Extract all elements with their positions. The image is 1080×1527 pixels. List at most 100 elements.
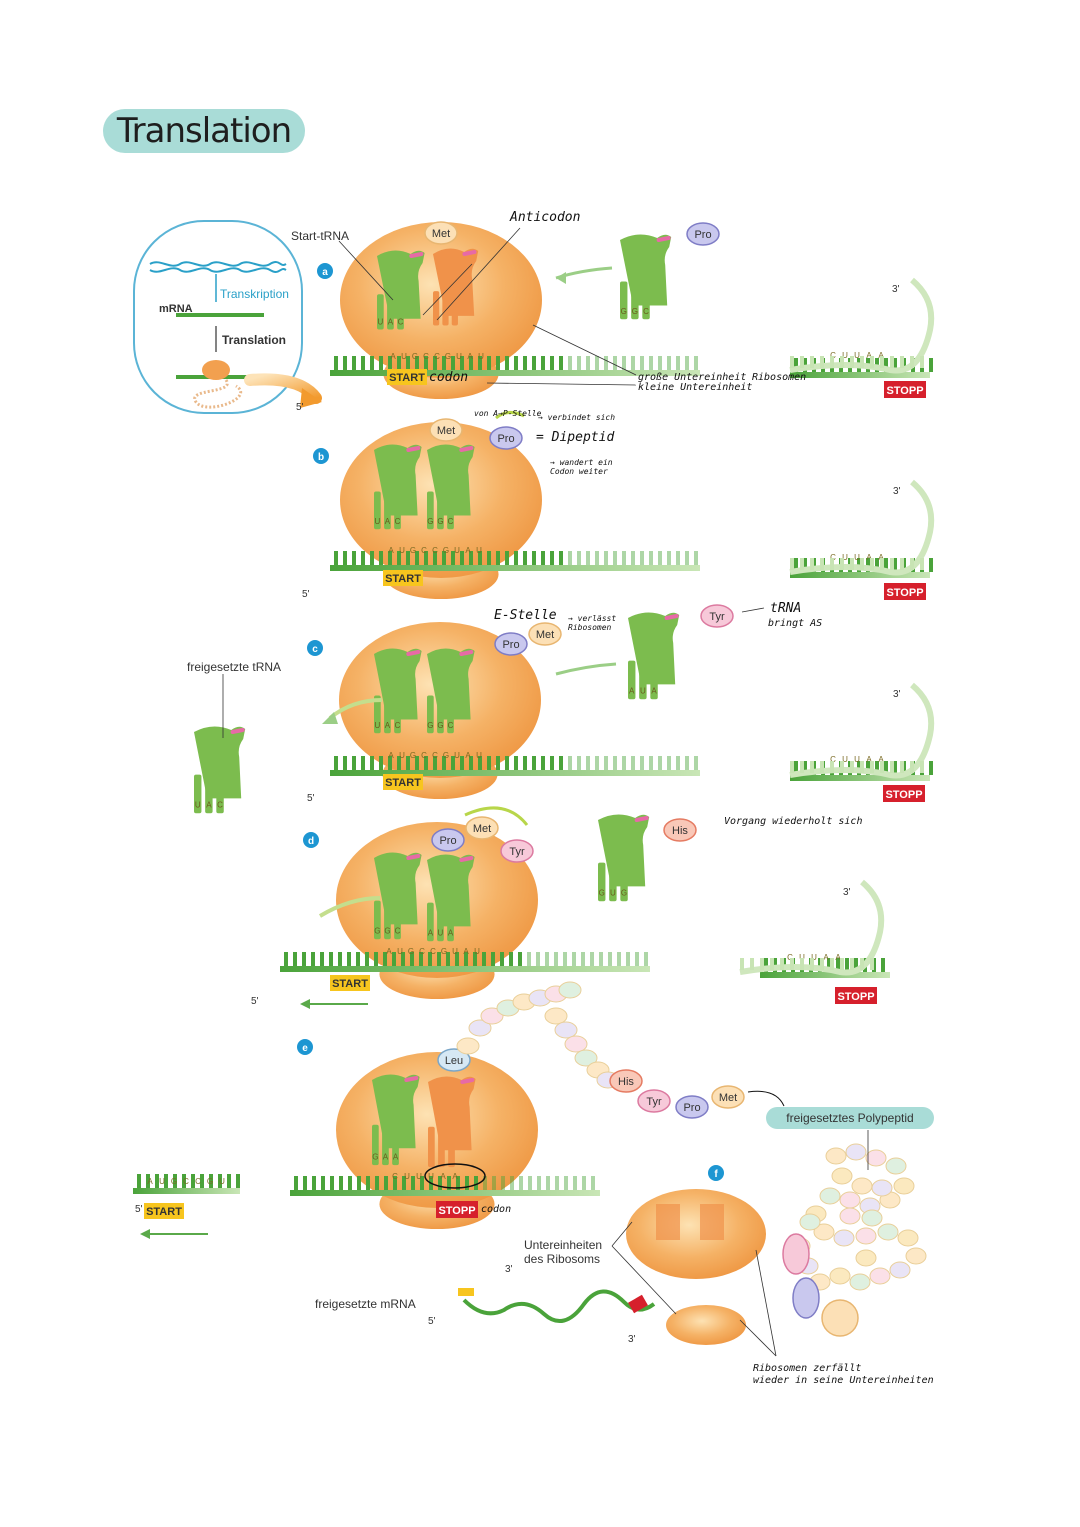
leader-anticodon-2 xyxy=(436,227,521,321)
trna-b-2-base-1: G xyxy=(437,517,443,526)
chain-aa-8 xyxy=(544,1007,568,1025)
mrna-e-left-codon-6: U xyxy=(219,1177,225,1186)
leader-untereinheiten-2 xyxy=(611,1221,633,1247)
leader-anticodon-1 xyxy=(422,263,473,316)
mrna-d-tooth xyxy=(347,952,351,966)
mrna-a-tooth xyxy=(388,356,392,370)
stopp-tag-c-bg xyxy=(883,785,925,802)
mrna-b-right-tooth xyxy=(803,558,807,572)
mrna-d-tooth xyxy=(329,952,333,966)
mrna-c-tooth xyxy=(496,756,500,770)
mrna-b-tooth xyxy=(370,551,374,565)
mrna-e-tooth xyxy=(348,1176,352,1190)
curl-c-tail-tooth xyxy=(920,761,924,773)
folded-aa-12 xyxy=(855,1227,877,1245)
page-title: Translation xyxy=(116,111,292,151)
mrna-e-tooth xyxy=(375,1176,379,1190)
mrna-d-tooth xyxy=(572,952,576,966)
trna-a-site-leg-0 xyxy=(433,291,440,326)
mrna-c-tooth xyxy=(442,756,446,770)
mrna-c-tooth xyxy=(604,756,608,770)
mrna-e-left-tooth xyxy=(227,1174,231,1188)
untereinheiten-label: Untereinheiten xyxy=(524,1238,603,1252)
mrna-e-tooth xyxy=(456,1176,460,1190)
three-prime-f: 3' xyxy=(628,1334,636,1345)
trna-c-2-base-1: G xyxy=(437,721,443,730)
mrna-e-left-tooth xyxy=(146,1174,150,1188)
aa-d-met-label: Met xyxy=(473,823,491,835)
mrna-b-tooth xyxy=(442,551,446,565)
five-prime-d: 5' xyxy=(251,996,259,1007)
inset-mrna-strand xyxy=(176,313,264,317)
mrna-c-tooth xyxy=(451,756,455,770)
mrna-c-tooth xyxy=(397,756,401,770)
curl-d-tail-tooth xyxy=(860,958,864,970)
trna-d-1-base-0: G xyxy=(374,927,380,936)
curl-c-tail-tooth xyxy=(860,761,864,773)
curl-a-tail xyxy=(789,277,935,374)
mrna-d-tooth xyxy=(536,952,540,966)
mrna-e-left-tooth xyxy=(236,1174,240,1188)
trna-b-1-leg-1 xyxy=(384,491,391,530)
curl-c-tail-tooth xyxy=(880,761,884,773)
stopp-b-codon-3: A xyxy=(866,553,872,562)
note-verlaesst: → verlässt Ribosomen xyxy=(568,614,617,632)
mrna-a-tooth xyxy=(415,356,419,370)
folded-pro xyxy=(792,1277,820,1319)
trna-c-1-leg-1 xyxy=(384,695,391,734)
mrna-b-tooth xyxy=(388,551,392,565)
three-prime-a: 3' xyxy=(892,284,900,295)
trna-released-leg-2 xyxy=(216,774,224,814)
mrna-d-tooth xyxy=(437,952,441,966)
mrna-b-tooth xyxy=(658,551,662,565)
arrow-c-incoming xyxy=(555,662,617,676)
mrna-a-tooth xyxy=(676,356,680,370)
mrna-a-tooth xyxy=(361,356,365,370)
mrna-d-tooth xyxy=(401,952,405,966)
curl-d-tail-tooth xyxy=(750,958,754,970)
mrna-e-left-tooth xyxy=(218,1174,222,1188)
mrna-e-codon-3: U xyxy=(428,1172,434,1181)
mrna-b-tooth xyxy=(343,551,347,565)
trna-released-base-0: U xyxy=(195,801,201,810)
curl-a-tail-tooth xyxy=(910,356,914,368)
arrow-b-bond xyxy=(495,411,525,420)
mrna-a-right-tooth xyxy=(884,358,888,372)
mrna-c-right-tooth xyxy=(794,761,798,775)
mrna-b-tooth xyxy=(478,551,482,565)
mrna-a-tooth xyxy=(658,356,662,370)
trna-c-1-leg-2 xyxy=(394,695,401,734)
trna-e-1-base-2: A xyxy=(393,1152,399,1161)
curl-b-tail-tooth xyxy=(840,558,844,570)
title-pill xyxy=(103,109,305,153)
mrna-c-codon-6: U xyxy=(454,751,460,760)
mrna-b-right-tooth xyxy=(875,558,879,572)
aa-b-pro-label: Pro xyxy=(497,433,514,445)
curl-a-tail-tooth xyxy=(830,356,834,368)
leader-kleine-ue xyxy=(486,382,637,386)
aa-d-tyr xyxy=(500,839,534,863)
mrna-d-codon-0: A xyxy=(386,947,392,956)
mrna-a-codon-8: U xyxy=(478,352,484,361)
mrna-d-right-tooth xyxy=(845,958,849,972)
note-vorgang: Vorgang wiederholt sich xyxy=(724,816,863,827)
mrna-a-tooth xyxy=(451,356,455,370)
mrna-c-tooth xyxy=(658,756,662,770)
aa-e-leu xyxy=(437,1048,471,1072)
mrna-b-tooth xyxy=(676,551,680,565)
folded-aa-29 xyxy=(855,1249,877,1267)
mrna-d-tooth xyxy=(374,952,378,966)
mrna-d-tooth xyxy=(590,952,594,966)
folded-aa-10 xyxy=(813,1223,835,1241)
folded-aa-8 xyxy=(819,1187,841,1205)
curl-b-tail-tooth xyxy=(800,558,804,570)
mrna-c-tooth xyxy=(667,756,671,770)
stopp-tag-b-text: STOPP xyxy=(886,587,923,599)
mrna-b-tooth xyxy=(496,551,500,565)
mrna-a-tooth xyxy=(424,356,428,370)
mrna-e-tooth xyxy=(528,1176,532,1190)
curl-c-tail-tooth xyxy=(790,761,794,773)
mrna-e-tooth xyxy=(483,1176,487,1190)
folded-aa-18 xyxy=(849,1273,871,1291)
trna-d-2-leg-1 xyxy=(437,902,444,942)
